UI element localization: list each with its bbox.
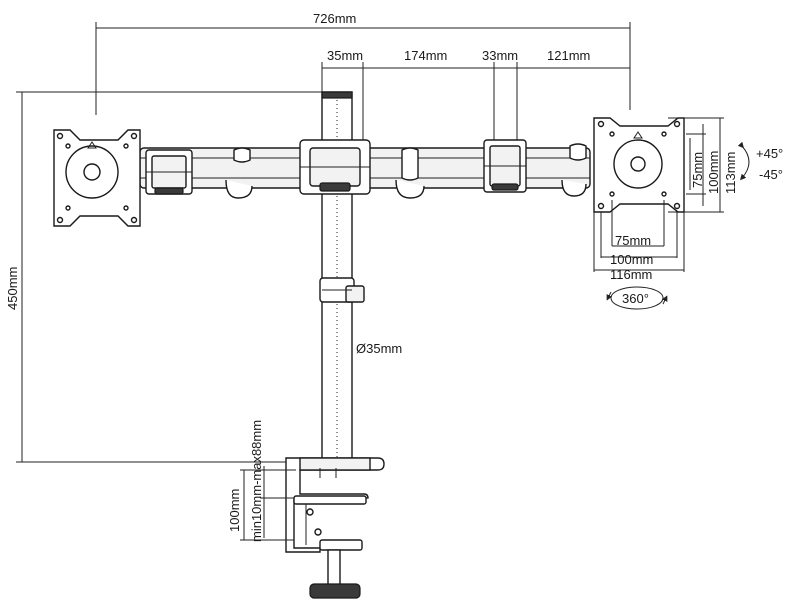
desk-clamp xyxy=(285,457,385,599)
tilt-indicator xyxy=(737,141,750,181)
clamp-range-label: min10mm-max88mm xyxy=(249,420,264,542)
inner-arm-label: 174mm xyxy=(404,48,447,63)
vesa-width-100-label: 100mm xyxy=(610,252,653,267)
height-dimension-lines xyxy=(16,91,322,463)
pole-width-label: 35mm xyxy=(327,48,363,63)
outer-arm-label: 121mm xyxy=(547,48,590,63)
plate-height-label: 113mm xyxy=(723,152,738,194)
left-vesa-plate xyxy=(53,129,141,227)
plate-horizontal-dims xyxy=(593,200,685,272)
tilt-down-label: -45° xyxy=(759,167,783,182)
vesa-height-75-label: 75mm xyxy=(690,152,705,188)
pole-collar xyxy=(319,277,365,303)
rotation-indicator xyxy=(606,286,668,310)
top-dimension-lines xyxy=(95,22,631,140)
rotation-label: 360° xyxy=(622,291,649,306)
left-arm-joint xyxy=(145,149,193,195)
tilt-up-label: +45° xyxy=(756,146,783,161)
joint-width-label: 33mm xyxy=(482,48,518,63)
pole-diameter-label: Ø35mm xyxy=(356,341,402,356)
vesa-width-75-label: 75mm xyxy=(615,233,651,248)
plate-width-label: 116mm xyxy=(610,267,652,282)
cable-clips xyxy=(225,143,587,199)
vesa-height-100-label: 100mm xyxy=(706,151,721,194)
right-arm-joint xyxy=(483,139,527,193)
right-vesa-plate xyxy=(593,117,685,213)
center-joint xyxy=(299,139,371,195)
clamp-dimension-lines xyxy=(240,466,296,541)
height-label: 450mm xyxy=(5,267,20,310)
clamp-height-label: 100mm xyxy=(227,489,242,532)
total-width-label: 726mm xyxy=(313,11,356,26)
